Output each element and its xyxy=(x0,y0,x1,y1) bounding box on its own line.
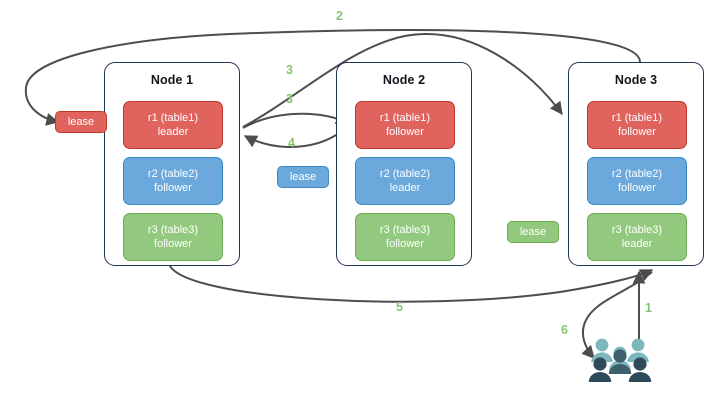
edge-step-4 xyxy=(243,125,349,148)
replica-role: follower xyxy=(618,182,656,194)
replica-name: r2 (table2) xyxy=(147,168,199,180)
step-label-4: 4 xyxy=(288,136,295,150)
lease-badge-r3[interactable]: lease xyxy=(507,221,559,243)
node-title: Node 2 xyxy=(382,73,426,87)
lease-label: lease xyxy=(519,226,547,238)
replica-node1-r1[interactable]: r1 (table1) leader xyxy=(123,101,223,149)
step-label-3a: 3 xyxy=(286,63,293,77)
replica-role: follower xyxy=(618,126,656,138)
replica-name: r3 (table3) xyxy=(379,224,431,236)
replica-role: follower xyxy=(386,126,424,138)
users-icon xyxy=(588,338,652,382)
step-label-5: 5 xyxy=(396,300,403,314)
node-container-2[interactable]: Node 2 r1 (table1) follower r2 (table2) … xyxy=(336,62,472,266)
step-label-3b: 3 xyxy=(286,92,293,106)
replica-node2-r3[interactable]: r3 (table3) follower xyxy=(355,213,455,261)
replica-role: follower xyxy=(386,238,424,250)
replica-node3-r1[interactable]: r1 (table1) follower xyxy=(587,101,687,149)
replica-node1-r2[interactable]: r2 (table2) follower xyxy=(123,157,223,205)
node-container-3[interactable]: Node 3 r1 (table1) follower r2 (table2) … xyxy=(568,62,704,266)
replica-name: r2 (table2) xyxy=(379,168,431,180)
lease-badge-r2[interactable]: lease xyxy=(277,166,329,188)
replica-role: leader xyxy=(621,238,653,250)
replica-role: leader xyxy=(389,182,421,194)
step-label-1: 1 xyxy=(645,301,652,315)
step-label-2: 2 xyxy=(336,9,343,23)
replica-role: follower xyxy=(154,238,192,250)
lease-label: lease xyxy=(289,171,317,183)
replica-name: r2 (table2) xyxy=(611,168,663,180)
replica-role: leader xyxy=(157,126,189,138)
node-title: Node 1 xyxy=(150,73,194,87)
replica-node2-r1[interactable]: r1 (table1) follower xyxy=(355,101,455,149)
edge-step-5 xyxy=(169,265,654,303)
step-label-6: 6 xyxy=(561,323,568,337)
replica-node2-r2[interactable]: r2 (table2) leader xyxy=(355,157,455,205)
replica-node1-r3[interactable]: r3 (table3) follower xyxy=(123,213,223,261)
lease-label: lease xyxy=(67,116,95,128)
replica-node3-r3[interactable]: r3 (table3) leader xyxy=(587,213,687,261)
replica-name: r1 (table1) xyxy=(379,112,431,124)
replica-name: r3 (table3) xyxy=(147,224,199,236)
replica-name: r3 (table3) xyxy=(611,224,663,236)
replica-name: r1 (table1) xyxy=(147,112,199,124)
lease-badge-r1[interactable]: lease xyxy=(55,111,107,133)
replica-name: r1 (table1) xyxy=(611,112,663,124)
node-container-1[interactable]: Node 1 r1 (table1) leader r2 (table2) fo… xyxy=(104,62,240,266)
node-title: Node 3 xyxy=(614,73,658,87)
replica-role: follower xyxy=(154,182,192,194)
edge-step-3-lower xyxy=(242,112,350,129)
replica-node3-r2[interactable]: r2 (table2) follower xyxy=(587,157,687,205)
